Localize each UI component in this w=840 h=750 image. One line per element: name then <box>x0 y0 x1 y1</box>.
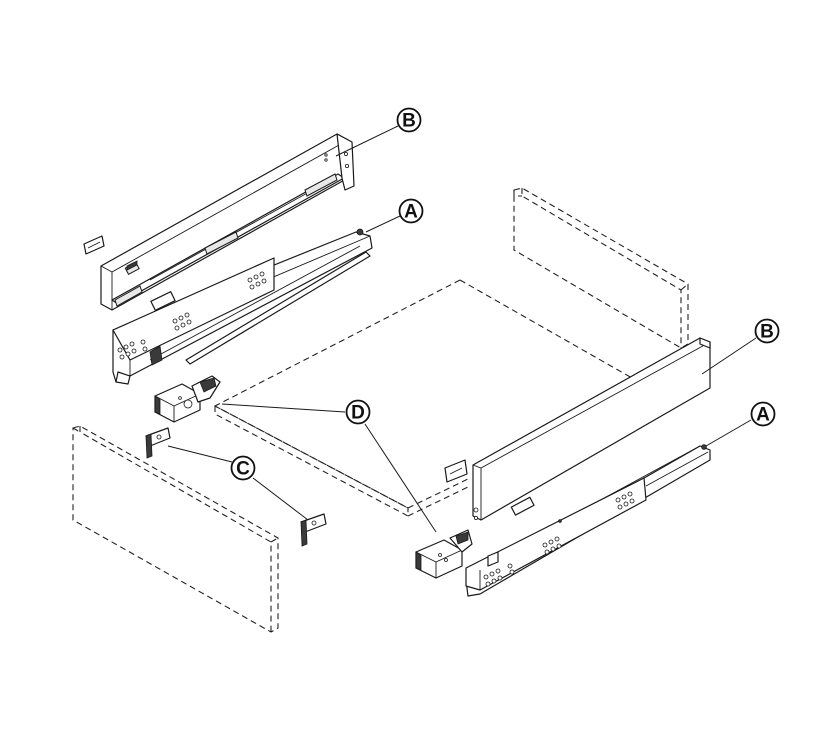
back-panel-dashed <box>513 187 689 349</box>
callout-C: C <box>230 455 256 481</box>
left-locking-device <box>154 375 221 423</box>
callout-A-left: A <box>398 198 424 224</box>
callout-label: C <box>236 459 250 480</box>
callout-D: D <box>345 399 371 425</box>
callout-label: B <box>402 111 416 132</box>
bottom-panel-dashed <box>214 279 633 517</box>
front-panel-dashed <box>72 425 279 633</box>
left-runner <box>112 228 373 385</box>
callout-A-right: A <box>750 401 776 427</box>
right-runner <box>465 444 711 597</box>
callout-B-right: B <box>754 318 780 344</box>
front-bracket-lower <box>300 513 327 547</box>
callout-label: B <box>760 322 774 343</box>
leader-lines <box>167 125 757 533</box>
rear-clip-right <box>444 459 468 483</box>
rear-clip-left <box>83 235 105 255</box>
callout-label: D <box>351 403 365 424</box>
runner-hole-cluster <box>117 271 267 360</box>
front-bracket-upper <box>145 427 171 459</box>
left-drawer-side-panel <box>100 133 355 311</box>
runner-hole-cluster <box>483 491 635 587</box>
right-locking-device <box>415 529 473 579</box>
callout-label: A <box>756 405 770 426</box>
callout-label: A <box>404 202 418 223</box>
callout-B-left: B <box>396 107 422 133</box>
right-drawer-side-panel <box>472 337 711 521</box>
